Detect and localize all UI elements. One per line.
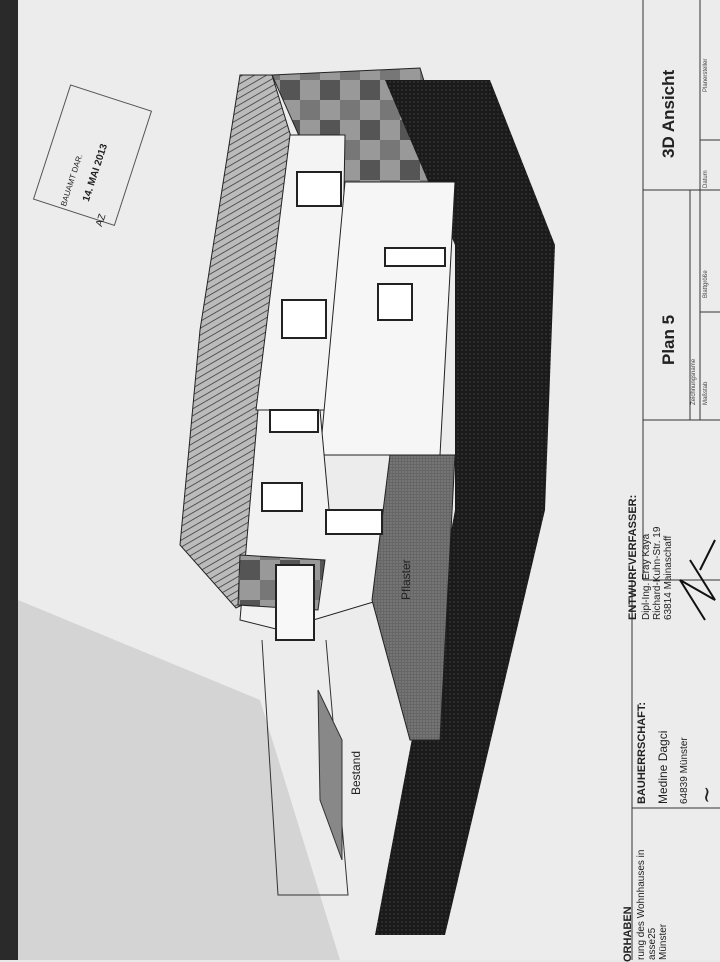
window <box>261 482 303 512</box>
scale-label: Maßstab <box>703 381 709 405</box>
author-label: Planersteller <box>703 58 709 92</box>
designer-signature <box>679 539 716 621</box>
window <box>377 283 413 321</box>
drawing-name-label: Zeichnungsname <box>691 358 697 405</box>
label-bestand: Bestand <box>349 750 363 795</box>
client-city: 64839 Münster <box>679 737 690 804</box>
paper-edge <box>0 0 22 960</box>
project-line3: Münster <box>658 923 669 960</box>
window <box>281 299 327 339</box>
project-heading: ORHABEN <box>622 906 634 962</box>
project-line2: asse25 <box>647 927 658 960</box>
designer-street: Richard-Kuhn-Str. 19 <box>652 526 663 620</box>
designer-name: Dipl-Ing. Eray Kaya <box>641 533 652 620</box>
label-pflaster: Pflaster <box>399 559 413 600</box>
drawing-name: 3D Ansicht <box>659 69 678 158</box>
title-block-lines <box>631 0 720 960</box>
designer-city: 63814 Mainaschaff <box>663 535 674 620</box>
window <box>269 409 319 433</box>
client-heading: BAUHERRSCHAFT: <box>636 701 648 804</box>
client-signature: ~ <box>695 785 720 804</box>
window <box>325 509 383 535</box>
sheet-size-label: Blattgröße <box>703 270 709 298</box>
pflaster-area <box>371 454 456 741</box>
client-name: Medine Dagci <box>656 730 670 804</box>
bestand-inner <box>317 689 343 861</box>
balcony <box>275 564 315 641</box>
designer-heading: ENTWURFVERFASSER: <box>627 494 639 620</box>
project-line1: rung des Wohnhauses in <box>636 849 647 960</box>
plan-number: Plan 5 <box>659 314 678 365</box>
stamp-box <box>32 84 153 226</box>
shadow <box>18 600 340 960</box>
window <box>296 171 342 207</box>
date-label: Datum <box>703 170 709 188</box>
window <box>384 247 446 267</box>
